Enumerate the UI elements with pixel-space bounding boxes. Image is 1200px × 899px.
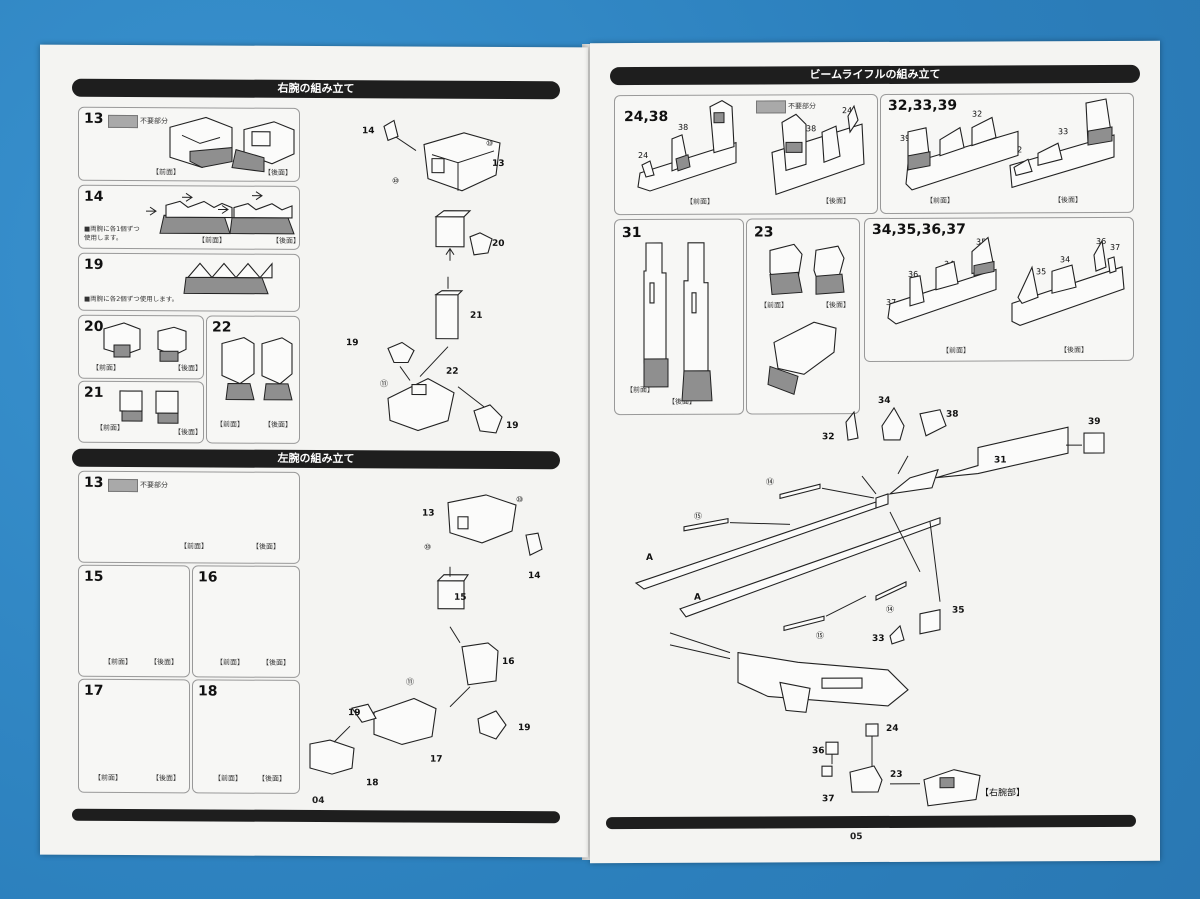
part-34-37 [887,236,1125,326]
callout-14-rifle-b: ⑭ [886,604,894,614]
callout-15-rifle-b: ⑮ [816,631,824,641]
callout-38: 38 [946,409,959,420]
left-arm-exploded [309,494,543,775]
callout-21: 21 [470,310,483,321]
part-32-33-39 [905,98,1115,191]
callout-a2: A [694,592,701,603]
rifle-assembled [669,632,981,807]
callout-15: 15 [454,592,467,603]
right-page: ビームライフルの組み立て 24,38 不要部分 【前面】 【後面】 32,33,… [590,40,1160,864]
callout-31: 31 [994,455,1007,466]
part-21 [119,390,179,424]
callout-14-left: 14 [528,571,541,582]
part-19-runner [183,262,273,295]
callout-10c: ⑩ [516,495,524,505]
callout-10d: ⑩ [424,542,432,552]
beam-rifle-exploded [634,406,1105,645]
part-13-front [169,116,233,168]
right-page-number: 05 [850,832,863,843]
callout-19a: 19 [346,338,359,349]
part-14-front [146,192,233,235]
callout-23: 23 [890,769,903,780]
callout-14-rifle: ⑭ [766,477,774,487]
callout-33: 33 [872,633,885,645]
left-page-illustrations [103,116,543,775]
callout-34: 34 [878,395,891,406]
callout-19c: 19 [348,708,361,719]
callout-16: 16 [502,656,515,668]
left-page: 右腕の組み立て 13 不要部分 【前面】 【後面】 14 ■両腕に各1個ずつ 使… [40,44,588,858]
callout-22: 22 [446,366,459,377]
callout-32: 32 [822,432,835,443]
part-24-38 [637,100,865,196]
part-20 [103,322,187,362]
part-31 [643,242,713,402]
part-23 [767,243,845,396]
right-arm-part-label: 【右腕部】 [980,788,1026,799]
right-page-footer-bar [606,814,1136,830]
callout-19b: 19 [506,421,519,432]
callout-14: 14 [362,126,375,137]
callout-15-rifle: ⑮ [694,511,702,521]
callout-11: ⑪ [380,379,388,389]
callout-a1: A [646,552,653,563]
callout-13: 13 [492,158,505,169]
callout-20: 20 [492,238,505,249]
callout-18: 18 [366,778,379,789]
callout-17: 17 [430,754,443,765]
callout-10a: ⑩ [486,138,494,148]
part-14-back [218,191,295,235]
callout-19d: 19 [518,723,531,734]
callout-13-left: 13 [422,508,435,519]
callout-39: 39 [1088,417,1101,428]
right-page-illustrations [634,98,1125,807]
part-13-back [231,121,295,173]
callout-36: 36 [812,746,825,757]
callout-37: 37 [822,794,835,805]
right-arm-exploded [383,119,503,468]
callout-10b: ⑩ [392,176,400,186]
callout-24: 24 [886,723,899,734]
left-page-footer-bar [72,808,560,824]
left-page-number: 04 [312,795,325,807]
callout-35: 35 [952,605,965,616]
part-22 [221,337,293,401]
callout-11-left: ⑪ [406,677,414,687]
